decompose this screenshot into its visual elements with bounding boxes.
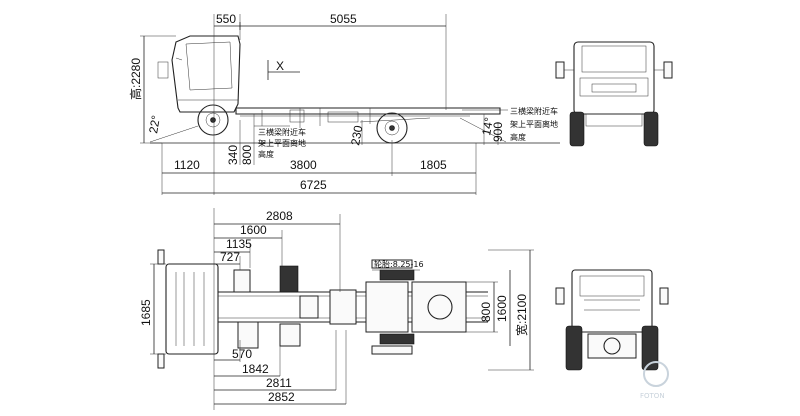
side-note-mid-1: 三横梁附近车 [258,127,306,137]
plan-width-total: 宽:2100 [514,294,529,336]
plan-dim-2808: 2808 [266,209,293,223]
side-angle-rear: 14° [479,116,496,136]
rear-view: FOTON [555,269,669,400]
side-top-dim-body: 5055 [330,12,357,26]
foton-logo-icon [643,361,669,387]
plan-view: 2808 1600 1135 727 570 1842 2811 2852 16… [139,208,534,410]
plan-width-left: 1685 [139,299,153,326]
side-note-mid-2: 架上平面离地 [258,138,306,148]
watermark-text: FOTON [640,392,665,400]
side-note-right-3: 高度 [510,132,526,142]
tire-label: 轮胎:8.25-16 [374,259,424,269]
side-note-right-1: 三横梁附近车 [510,106,558,116]
plan-dim-1842: 1842 [242,362,269,376]
plan-dim-1600: 1600 [240,223,267,237]
front-view [555,41,673,147]
side-ground-clear-rear: 230 [348,124,365,146]
side-overall-length: 6725 [300,178,327,192]
side-bottom-dim-front: 1120 [174,158,200,172]
side-rear-height: 900 [491,122,505,142]
plan-dim-727: 727 [220,250,240,264]
side-top-dim-cab: 550 [216,12,236,26]
side-ground-clear: 800 [240,145,254,165]
plan-dim-800: 800 [479,302,493,322]
side-height-dim: 高:2280 [128,58,143,100]
section-mark: X [276,59,284,73]
side-note-mid-3: 高度 [258,149,274,159]
side-angle-front: 22° [146,114,163,134]
plan-dim-570: 570 [232,347,252,361]
side-bottom-dim-wheelbase: 3800 [290,158,317,172]
side-bottom-dim-rear: 1805 [420,158,447,172]
side-wheel-height: 340 [226,145,240,165]
plan-dim-1600-right: 1600 [495,295,509,322]
side-note-right-2: 架上平面离地 [510,119,558,129]
side-view: 550 5055 高:2280 22° 14° 900 340 800 230 … [128,12,560,195]
plan-dim-2811: 2811 [266,376,292,390]
plan-dim-2852: 2852 [268,390,295,404]
plan-dim-1135: 1135 [226,237,252,251]
